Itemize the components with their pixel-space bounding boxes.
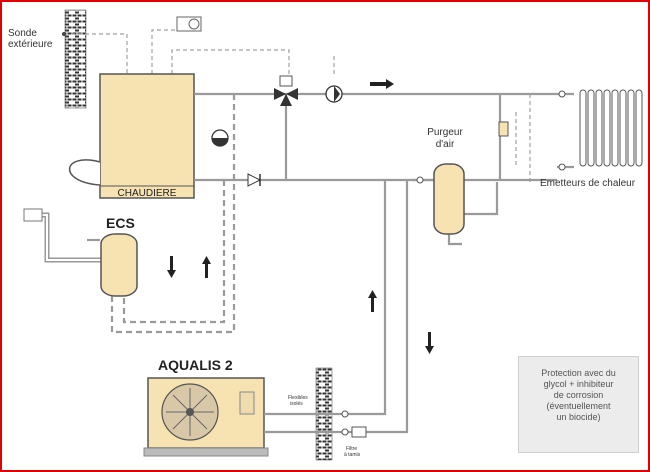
pump-heating-symbol [334, 86, 340, 102]
thermostat-dial [188, 18, 200, 30]
flexibles-label-2: isolés [290, 401, 303, 407]
note-line: de corrosion [553, 390, 604, 400]
tap [23, 208, 43, 222]
air-vent [498, 121, 509, 137]
heating-pipes [87, 92, 574, 434]
arrow-right [370, 79, 394, 89]
arrow-up-pac [368, 290, 377, 312]
note-line: (éventuellement [546, 401, 611, 411]
boiler-label: CHAUDIERE [118, 188, 177, 199]
three-way-valve-bottom [280, 94, 292, 106]
pump-ecs-symbol [212, 138, 228, 146]
note-line: Protection avec du [541, 368, 616, 378]
three-way-valve-right [286, 88, 298, 100]
purgeur-label-1: Purgeur [427, 127, 463, 138]
three-way-valve-left [274, 88, 286, 100]
arrow-up-ecs [202, 256, 211, 278]
check-valve [247, 173, 262, 187]
radiator-valve-top [558, 90, 566, 98]
heat-pump-pipes [264, 412, 342, 434]
wall-top-left [64, 9, 87, 109]
valve-separator [416, 176, 424, 184]
sonde-label-1: Sonde [8, 28, 37, 39]
ecs-supply-pipe [30, 212, 102, 263]
filtre-label-2: à tamis [344, 452, 361, 458]
radiator [578, 84, 643, 172]
note-line: un biocide) [556, 412, 601, 422]
boiler [99, 73, 195, 199]
valve-pac-1 [341, 410, 349, 418]
purgeur-label-2: d'air [436, 139, 455, 150]
ecs-supply-pipe-inner [30, 214, 102, 261]
aqualis-label: AQUALIS 2 [158, 357, 233, 373]
ecs-tank [100, 233, 138, 297]
flexibles-label-1: Flexibles [288, 395, 308, 401]
arrow-down-pac [425, 332, 434, 354]
burner-loop [68, 159, 101, 186]
sonde-label-2: extérieure [8, 39, 53, 50]
control-wiring [64, 29, 531, 182]
valve-actuator [279, 75, 293, 87]
ecs-coil-loop [110, 94, 236, 334]
heat-pump-base [143, 447, 269, 457]
radiator-valve-bottom [558, 163, 566, 171]
protection-note: Protection avec du glycol + inhibiteur d… [518, 356, 639, 453]
filtre-label-1: Filtre [346, 446, 357, 452]
note-line: glycol + inhibiteur [543, 379, 614, 389]
ecs-label: ECS [106, 215, 135, 231]
heat-pump-panel [239, 391, 255, 415]
valve-pac-2 [341, 428, 349, 436]
emetteurs-label: Emetteurs de chaleur [540, 178, 636, 189]
filter [351, 426, 367, 438]
air-separator [433, 163, 465, 235]
arrow-down-ecs [167, 256, 176, 278]
flow-arrows [167, 79, 434, 354]
outdoor-sensor [62, 32, 66, 36]
fan-hub [186, 408, 194, 416]
